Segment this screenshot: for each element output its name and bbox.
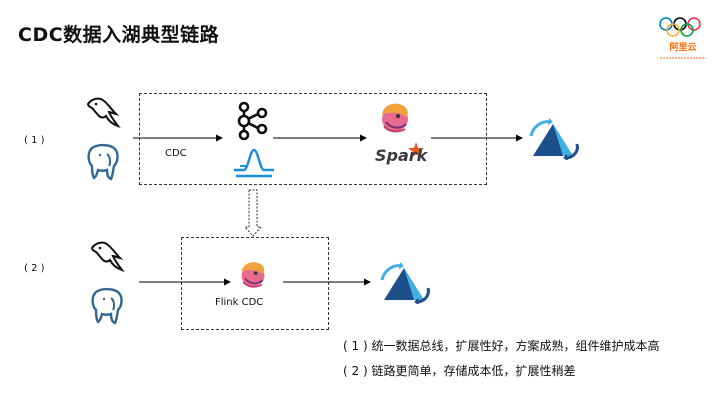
mysql-dolphin-icon-2 [90, 241, 125, 272]
spark-wordmark: Spark [375, 146, 428, 165]
pipeline2-index-label: ( 2 ) [24, 263, 45, 274]
hudi-icon-2 [380, 262, 430, 304]
postgresql-elephant-icon [87, 143, 119, 181]
cdc-arrow-label: CDC [165, 148, 187, 159]
flink-cdc-label: Flink CDC [215, 297, 264, 308]
pipeline1-index-label: ( 1 ) [24, 135, 45, 146]
mysql-dolphin-icon [86, 97, 121, 128]
olympic-rings-logo [659, 17, 706, 59]
pipeline2-box [181, 237, 329, 330]
spark-icon: Spark [374, 140, 428, 166]
flink-squirrel-icon-2 [241, 262, 265, 288]
page-title: CDC数据入湖典型链路 [18, 24, 220, 46]
hudi-icon [529, 118, 579, 160]
postgresql-elephant-icon-2 [91, 287, 123, 325]
flink-squirrel-icon [382, 103, 408, 133]
note-pipeline1: ( 1 ) 统一数据总线，扩展性好，方案成熟，组件维护成本高 [343, 339, 660, 353]
aliyun-logo-text: 阿里云 [669, 43, 697, 53]
spark-star-icon [408, 142, 424, 158]
evolution-down-arrow [243, 189, 263, 237]
pipeline1-box [139, 93, 487, 185]
note-pipeline2: ( 2 ) 链路更简单，存储成本低，扩展性稍差 [343, 364, 576, 378]
pulsar-icon [234, 148, 274, 178]
kafka-icon [237, 101, 268, 141]
